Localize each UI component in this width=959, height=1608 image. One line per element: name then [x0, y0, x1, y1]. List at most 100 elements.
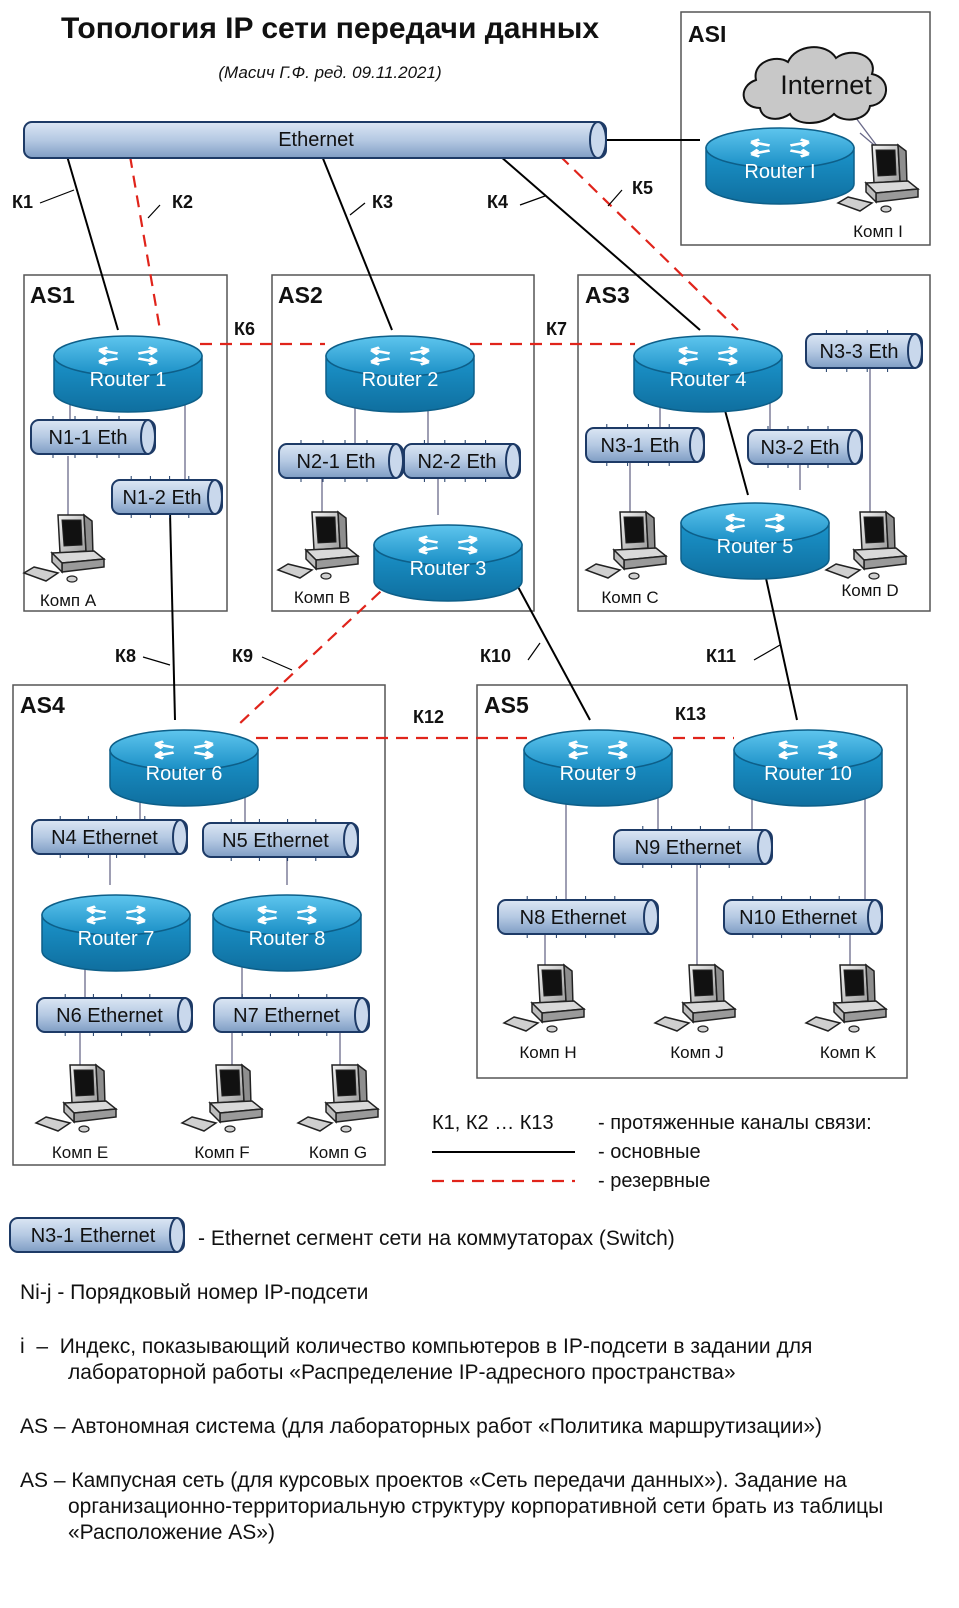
- computer-icon: [503, 964, 585, 1033]
- segment-n2-2: N2-2 Eth: [403, 440, 521, 482]
- segment-label: N3-3 Eth: [820, 341, 899, 363]
- router-label: Router 7: [78, 928, 155, 950]
- link-k11: [761, 559, 798, 721]
- link-label-text: К13: [675, 704, 706, 724]
- segment-n3-2: N3-2 Eth: [747, 426, 863, 468]
- link-k9: [237, 577, 396, 726]
- note-index: i – Индекс, показывающий количество комп…: [20, 1334, 940, 1386]
- segment-n5: N5 Ethernet: [202, 819, 359, 861]
- link-label-k9: К9: [232, 646, 293, 671]
- computer-g: Комп G: [297, 1064, 379, 1162]
- computer-a: Комп A: [23, 514, 105, 610]
- computer-icon: [277, 511, 359, 580]
- note-head: i –: [20, 1335, 60, 1358]
- link-label-k7: К7: [546, 319, 567, 339]
- link-label-text: К11: [706, 646, 736, 666]
- link-k1: [66, 155, 119, 331]
- router-label: Router I: [744, 161, 815, 183]
- router-r6: Router 6: [109, 729, 259, 807]
- link-label-k12: К12: [413, 707, 444, 727]
- computer-label: Комп J: [670, 1043, 723, 1062]
- router-r5: Router 5: [680, 502, 830, 580]
- computer-h: Комп H: [503, 964, 585, 1062]
- segment-n1-2: N1-2 Eth: [111, 476, 223, 518]
- segment-n3-3: N3-3 Eth: [805, 330, 923, 372]
- legend-channels: К1, К2 … К13: [432, 1112, 554, 1134]
- link-k3: [321, 155, 393, 331]
- link-label-text: К9: [232, 646, 253, 666]
- segment-n7: N7 Ethernet: [213, 994, 370, 1036]
- computer-e: Комп E: [35, 1064, 117, 1162]
- computer-i: Комп I: [837, 144, 919, 241]
- segment-label: N2-2 Eth: [418, 451, 497, 473]
- computer-icon: [181, 1064, 263, 1133]
- computer-label: Комп C: [601, 588, 658, 607]
- note-body: Индекс, показывающий количество компьюте…: [59, 1335, 813, 1384]
- note-body: Автономная система (для лабораторных раб…: [71, 1415, 823, 1438]
- computer-j: Комп J: [654, 964, 736, 1062]
- segment-label: N3-1 Eth: [601, 435, 680, 457]
- segment-label: N9 Ethernet: [635, 837, 742, 859]
- link-label-text: К12: [413, 707, 444, 727]
- router-label: Router 3: [410, 558, 487, 580]
- router-ri: Router I: [705, 127, 855, 205]
- link-label-text: К7: [546, 319, 567, 339]
- computer-icon: [825, 511, 907, 580]
- as-label-as2: AS2: [278, 282, 323, 308]
- link-label-k8: К8: [115, 646, 171, 666]
- link-label-k6: К6: [234, 319, 255, 339]
- link-k10: [509, 571, 591, 721]
- segment-label: N8 Ethernet: [520, 907, 627, 929]
- as-box-as3: [577, 274, 931, 612]
- router-label: Router 2: [362, 369, 439, 391]
- computer-label: Комп D: [841, 581, 898, 600]
- router-r2: Router 2: [325, 335, 475, 413]
- segment-n9: N9 Ethernet: [613, 826, 773, 868]
- as-box-as1: [23, 274, 228, 612]
- router-r10: Router 10: [733, 729, 883, 807]
- legend-channels-desc: - протяженные каналы связи:: [598, 1112, 872, 1134]
- legend: К1, К2 … К13 - протяженные каналы связи:…: [9, 1112, 872, 1253]
- link-label-k3: К3: [349, 192, 393, 216]
- diagram-subtitle: (Масич Г.Ф. ред. 09.11.2021): [218, 63, 441, 82]
- link-label-text: К5: [632, 178, 653, 198]
- computer-label: Комп B: [294, 588, 350, 607]
- as-label-as3: AS3: [585, 282, 630, 308]
- segment-label: N2-1 Eth: [297, 451, 376, 473]
- segment-n10: N10 Ethernet: [723, 896, 883, 938]
- segment-n3-1: N3-1 Eth: [585, 424, 705, 466]
- segment-n6: N6 Ethernet: [36, 994, 193, 1036]
- router-r9: Router 9: [523, 729, 673, 807]
- computer-icon: [297, 1064, 379, 1133]
- computers: Комп I Комп A Комп B Комп C Комп D Комп E Комп…: [23, 144, 919, 1162]
- as-boxes: [12, 11, 931, 1166]
- segment-n2-1: N2-1 Eth: [278, 440, 404, 482]
- reserve-links: [128, 155, 739, 740]
- router-label: Router 9: [560, 763, 637, 785]
- router-r7: Router 7: [41, 894, 191, 972]
- computer-icon: [585, 511, 667, 580]
- router-label: Router 4: [670, 369, 747, 391]
- link-k4: [499, 155, 701, 331]
- internet-label: Internet: [780, 70, 872, 100]
- as-label-as1: AS1: [30, 282, 75, 308]
- note-as-routing: AS – Автономная система (для лабораторны…: [20, 1414, 940, 1440]
- as-label-as5: AS5: [484, 692, 529, 718]
- computer-label: Комп H: [519, 1043, 576, 1062]
- link-label-text: К6: [234, 319, 255, 339]
- segment-label: N7 Ethernet: [233, 1005, 340, 1027]
- computer-k: Комп K: [805, 964, 887, 1062]
- legend-reserve: - резервные: [598, 1170, 710, 1192]
- computer-label: Комп E: [52, 1143, 108, 1162]
- link-label-text: К4: [487, 192, 508, 212]
- legend-switch-sample-label: N3-1 Ethernet: [31, 1225, 156, 1247]
- ethernet-backbone: Ethernet: [23, 121, 607, 159]
- computer-icon: [35, 1064, 117, 1133]
- segment-label: N6 Ethernet: [56, 1005, 163, 1027]
- link-k8: [169, 511, 176, 721]
- as-box-as5: [476, 684, 908, 1079]
- link-label-text: К2: [172, 192, 193, 212]
- computer-icon: [654, 964, 736, 1033]
